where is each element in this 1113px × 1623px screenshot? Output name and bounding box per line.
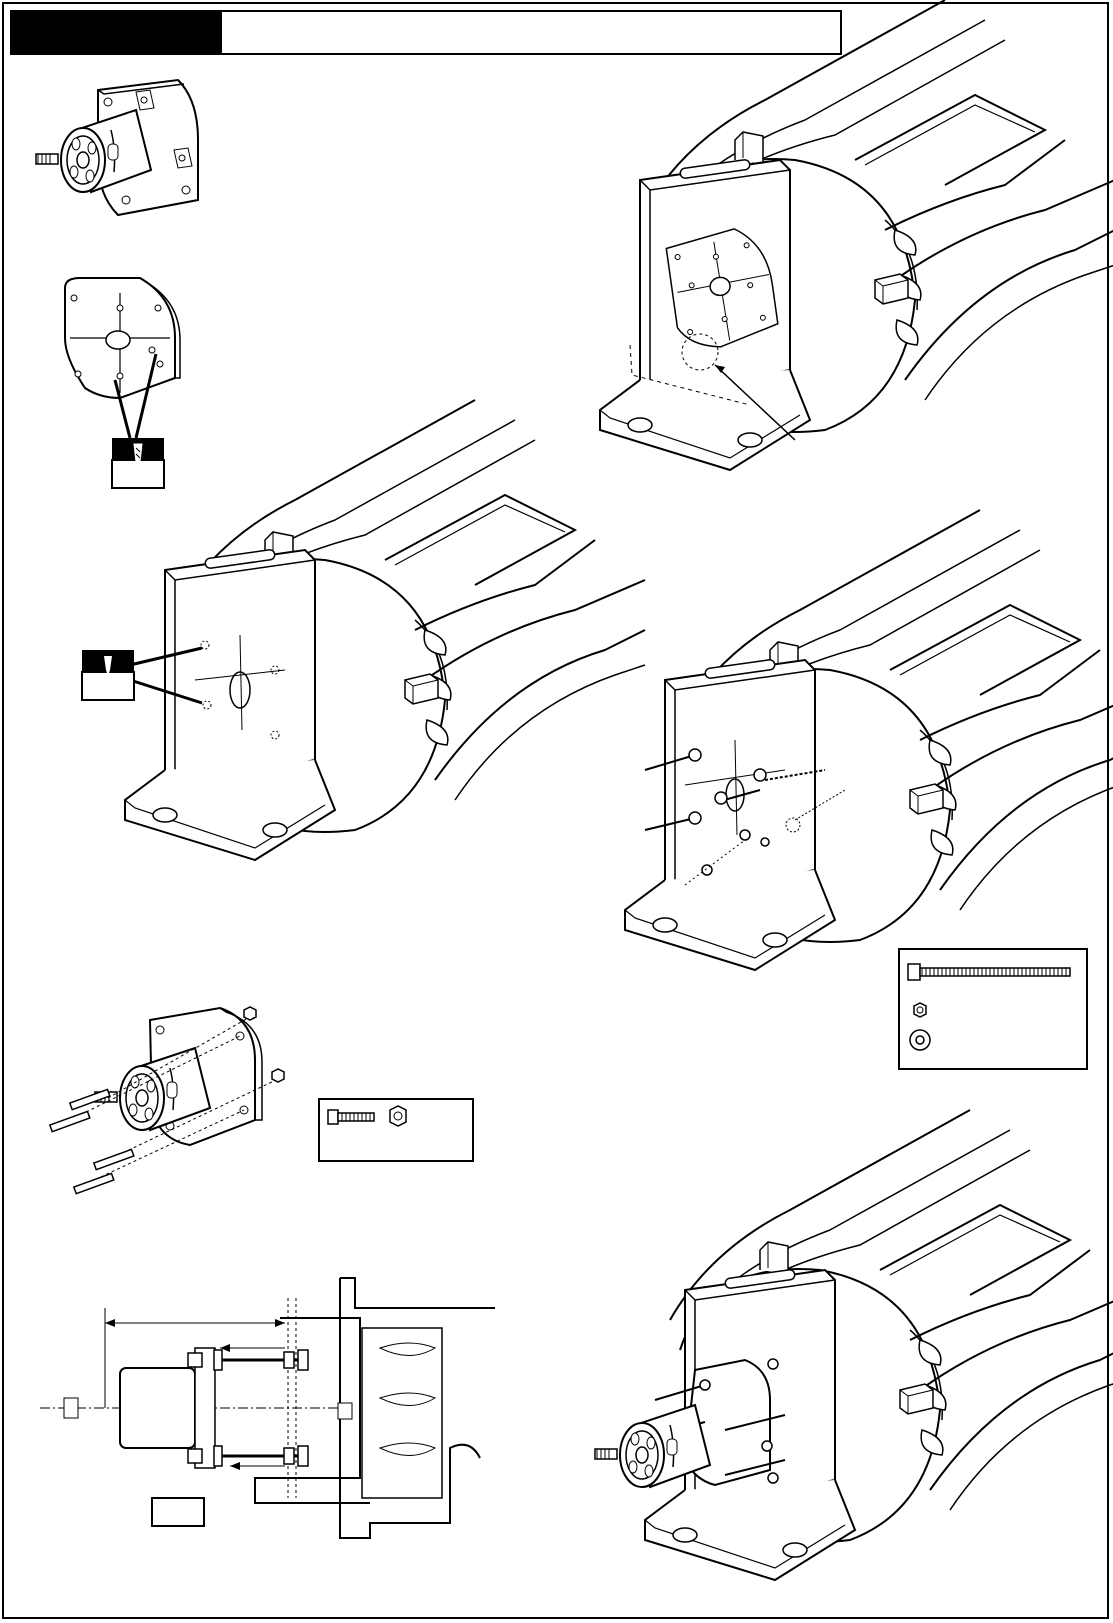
bracket-drilling bbox=[80, 480, 560, 850]
bracket-bolts-install bbox=[625, 580, 1085, 950]
motor-bolts-exploded bbox=[40, 1000, 310, 1210]
plate-drill-guide bbox=[60, 278, 180, 498]
title-bar bbox=[10, 10, 842, 55]
final-assembly bbox=[595, 1190, 1085, 1550]
hardware-box-long-bolt bbox=[898, 948, 1088, 1070]
motor-plate-assembly bbox=[38, 80, 208, 220]
side-section-dimension bbox=[40, 1268, 500, 1548]
title-bar-black-block bbox=[12, 12, 222, 53]
hardware-box-short-bolt bbox=[318, 1098, 474, 1162]
bracket-on-operator-top bbox=[600, 80, 1070, 460]
